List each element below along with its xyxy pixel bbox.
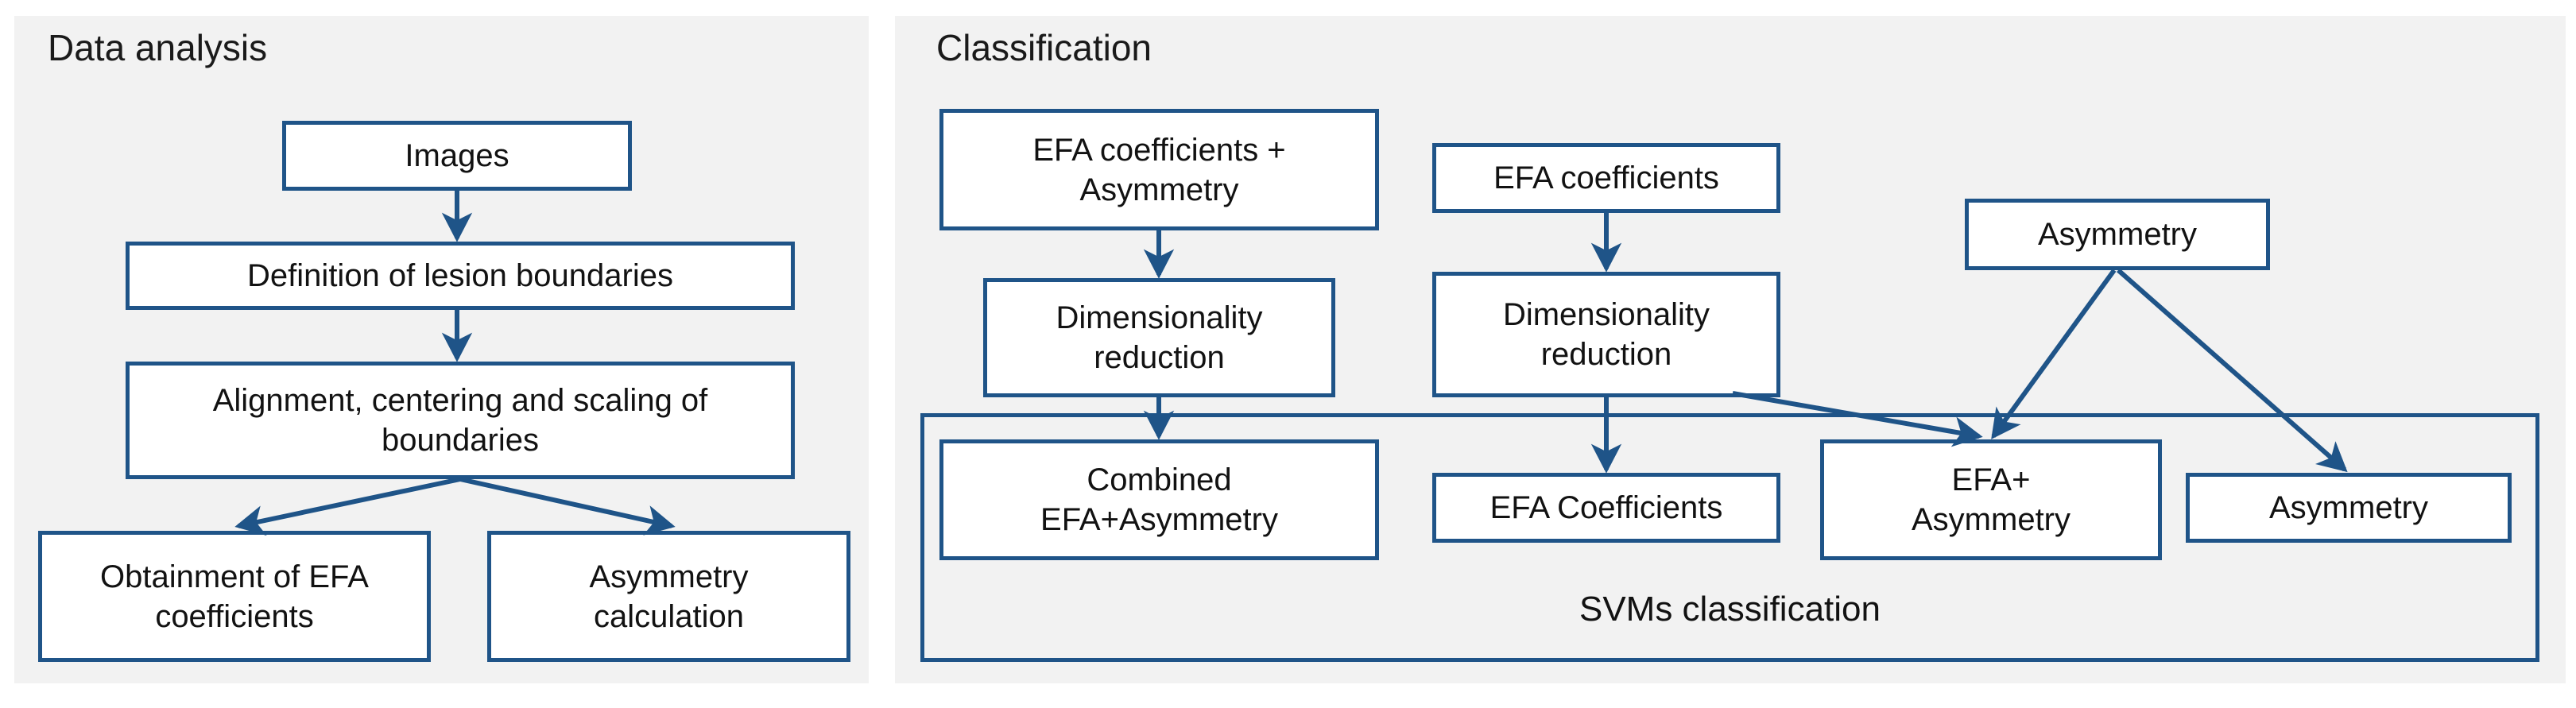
panel-title-classification: Classification (936, 27, 1152, 68)
node-definition-of-lesion-boundaries[interactable]: Definition of lesion boundaries (126, 242, 795, 310)
node-efa-plus-asymmetry-output[interactable]: EFA+ Asymmetry (1820, 439, 2162, 560)
node-label: EFA coefficients + Asymmetry (1032, 132, 1286, 207)
node-dimensionality-reduction-1[interactable]: Dimensionality reduction (983, 278, 1335, 397)
group-svms-classification (920, 413, 2539, 662)
node-combined-efa-plus-asymmetry[interactable]: Combined EFA+Asymmetry (939, 439, 1379, 560)
group-label-svms-classification: SVMs classification (1579, 590, 1881, 629)
node-alignment-centering-scaling[interactable]: Alignment, centering and scaling of boun… (126, 362, 795, 479)
node-dimensionality-reduction-2[interactable]: Dimensionality reduction (1432, 272, 1780, 397)
node-efa-coefficients[interactable]: EFA coefficients (1432, 143, 1780, 213)
node-efa-coefficients-plus-asymmetry[interactable]: EFA coefficients + Asymmetry (939, 109, 1379, 230)
node-obtainment-of-efa-coefficients[interactable]: Obtainment of EFA coefficients (38, 531, 431, 662)
node-asymmetry-output[interactable]: Asymmetry (2186, 473, 2512, 543)
node-asymmetry-calculation[interactable]: Asymmetry calculation (487, 531, 850, 662)
panel-title-data-analysis: Data analysis (48, 27, 268, 68)
node-images[interactable]: Images (282, 121, 632, 191)
node-asymmetry-top[interactable]: Asymmetry (1965, 199, 2270, 270)
node-efa-coefficients-output[interactable]: EFA Coefficients (1432, 473, 1780, 543)
